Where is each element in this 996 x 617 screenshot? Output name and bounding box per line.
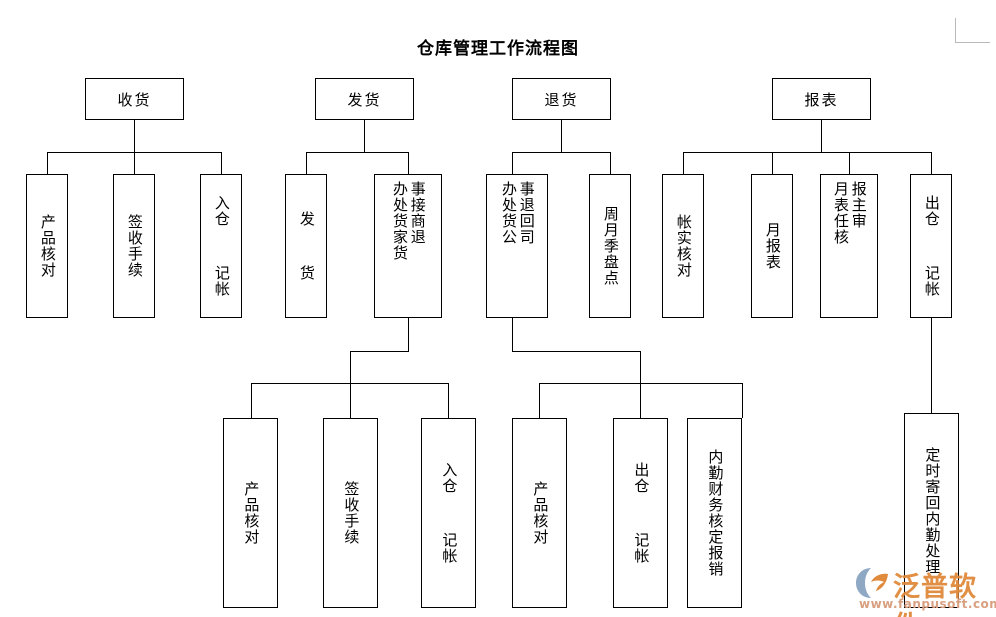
connector-reports-stem xyxy=(821,120,822,152)
node-merchant-return-handling[interactable]: 事接商退 办处货家货 xyxy=(374,174,442,318)
node-ship-goods[interactable]: 发 货 xyxy=(285,174,327,318)
node-product-check-office-label: 产品核对 xyxy=(531,481,550,545)
page-title: 仓库管理工作流程图 xyxy=(417,39,579,59)
node-product-check-merchant[interactable]: 产品核对 xyxy=(223,418,278,608)
node-merchant-return-col-right: 事接商退 xyxy=(408,181,427,245)
node-product-check-merchant-label: 产品核对 xyxy=(242,481,261,545)
connector-merchant-return-jog xyxy=(350,351,409,352)
connector-bottom-left-to-sign xyxy=(350,383,351,418)
node-product-check-receiving[interactable]: 产品核对 xyxy=(26,174,68,318)
node-ship-goods-label: 发 货 xyxy=(297,211,316,281)
node-product-check-receiving-label: 产品核对 xyxy=(38,214,57,278)
node-outstore-record-reports-label: 出仓 记帐 xyxy=(922,195,941,297)
connector-merchant-return-drop xyxy=(408,318,409,351)
node-instore-record-merchant-label: 入仓 记帐 xyxy=(440,462,459,564)
connector-bottom-mid-to-finance xyxy=(742,383,743,418)
connector-shipping-to-merchant-return xyxy=(408,152,409,174)
node-product-check-office[interactable]: 产品核对 xyxy=(512,418,567,608)
leaf-swirl-logo-icon xyxy=(856,568,888,598)
node-monthly-report-label: 月报表 xyxy=(763,222,782,270)
connector-receiving-to-check xyxy=(47,152,48,174)
connector-reports-to-outstore xyxy=(931,152,932,174)
connector-reports-to-monthly xyxy=(772,152,773,174)
connector-reports-bus xyxy=(683,152,931,153)
node-stocktake[interactable]: 周月季盘点 xyxy=(589,174,631,318)
node-office-return-col-left: 办处货公 xyxy=(500,181,518,245)
connector-office-return-stem xyxy=(640,351,641,383)
node-scheduled-mailback[interactable]: 定时寄回内勤处理 xyxy=(904,413,959,608)
node-report-approval-col-left: 月表任核 xyxy=(832,181,850,245)
node-monthly-report[interactable]: 月报表 xyxy=(751,174,793,318)
node-shipping-label: 发货 xyxy=(347,90,382,109)
connector-bottom-mid-to-outstore xyxy=(640,383,641,418)
connector-bottom-left-to-check xyxy=(251,383,252,418)
connector-returns-to-stocktake xyxy=(610,152,611,174)
node-office-return-col-right: 事退回司 xyxy=(517,181,536,245)
connector-receiving-stem xyxy=(134,120,135,152)
connector-bottom-mid-to-check xyxy=(539,383,540,418)
node-sign-receipt-receiving[interactable]: 签收手续 xyxy=(113,174,155,318)
connector-receiving-to-sign xyxy=(134,152,135,174)
node-returns-label: 退货 xyxy=(544,90,579,109)
node-account-reconcile-label: 帐实核对 xyxy=(674,214,693,278)
node-instore-record-merchant[interactable]: 入仓 记帐 xyxy=(421,418,476,608)
connector-shipping-stem xyxy=(364,120,365,152)
node-reports-label: 报表 xyxy=(804,90,839,109)
node-report-approval-col-right: 报主审 xyxy=(849,181,868,229)
node-sign-receipt-receiving-label: 签收手续 xyxy=(125,214,144,278)
node-sign-receipt-merchant[interactable]: 签收手续 xyxy=(323,418,378,608)
node-outstore-record-reports[interactable]: 出仓 记帐 xyxy=(910,174,952,318)
node-merchant-return-col-left: 办处货家货 xyxy=(391,181,409,261)
connector-bottom-left-to-instore xyxy=(448,383,449,418)
connector-office-return-drop xyxy=(512,318,513,351)
node-outstore-record-office[interactable]: 出仓 记帐 xyxy=(613,418,668,608)
connector-receiving-to-instore xyxy=(221,152,222,174)
node-stocktake-label: 周月季盘点 xyxy=(601,206,620,286)
connector-returns-bus xyxy=(512,152,611,153)
node-account-reconcile[interactable]: 帐实核对 xyxy=(662,174,704,318)
connector-office-return-jog xyxy=(512,351,640,352)
node-outstore-record-office-label: 出仓 记帐 xyxy=(632,462,651,564)
node-scheduled-mailback-label: 定时寄回内勤处理 xyxy=(923,446,942,575)
node-instore-record-receiving[interactable]: 入仓 记帐 xyxy=(200,174,242,318)
node-shipping[interactable]: 发货 xyxy=(315,78,414,120)
connector-bottom-left-bus xyxy=(251,383,448,384)
connector-returns-to-office-return xyxy=(512,152,513,174)
connector-returns-stem xyxy=(561,120,562,152)
connector-outstore-to-mailback xyxy=(931,318,932,413)
connector-merchant-return-stem xyxy=(350,351,351,383)
page-corner-guide xyxy=(955,18,990,43)
node-receiving[interactable]: 收货 xyxy=(85,78,184,120)
node-returns[interactable]: 退货 xyxy=(512,78,611,120)
node-finance-reimburse-label: 内勤财务核定报销 xyxy=(706,449,725,577)
node-office-return-handling[interactable]: 事退回司 办处货公 xyxy=(486,174,548,318)
node-report-approval[interactable]: 报主审 月表任核 xyxy=(820,174,878,318)
node-instore-record-receiving-label: 入仓 记帐 xyxy=(212,195,231,297)
node-receiving-label: 收货 xyxy=(117,90,152,109)
connector-reports-to-reconcile xyxy=(683,152,684,174)
connector-reports-to-approve xyxy=(849,152,850,174)
node-finance-reimburse[interactable]: 内勤财务核定报销 xyxy=(687,418,742,608)
connector-shipping-to-ship xyxy=(306,152,307,174)
node-reports[interactable]: 报表 xyxy=(772,78,871,120)
connector-shipping-bus xyxy=(306,152,409,153)
node-sign-receipt-merchant-label: 签收手续 xyxy=(342,481,361,545)
